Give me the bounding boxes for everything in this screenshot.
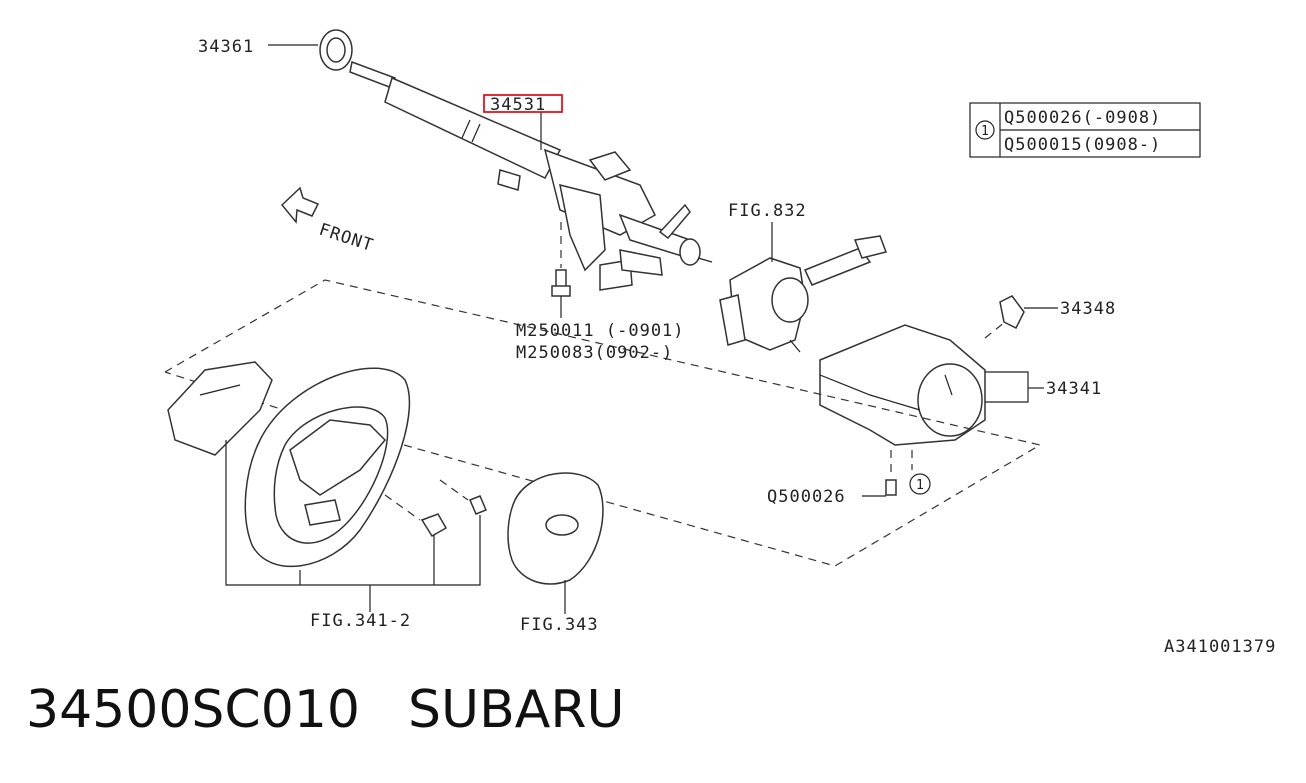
- part-number: 34500SC010: [26, 680, 360, 740]
- cover-clip-part: [999, 295, 1025, 330]
- steering-wheel: [167, 361, 487, 568]
- table-row: Q500026(-0908): [1004, 108, 1161, 128]
- callout-fig-341-2: FIG.341-2: [310, 611, 411, 631]
- reference-table: 1 Q500026(-0908) Q500015(0908-): [969, 102, 1201, 158]
- callout-34531: 34531: [490, 95, 546, 115]
- front-label: FRONT: [316, 220, 376, 256]
- steering-column: [319, 29, 713, 297]
- callout-fig-832: FIG.832: [728, 201, 807, 221]
- brand-name: SUBARU: [408, 680, 625, 740]
- combination-switch: [719, 235, 887, 353]
- callout-34348: 34348: [1060, 299, 1116, 319]
- table-key: 1: [981, 124, 989, 139]
- airbag-module: [507, 472, 604, 585]
- callout-fig-343: FIG.343: [520, 615, 599, 635]
- callout-34341: 34341: [1046, 379, 1102, 399]
- table-row: Q500015(0908-): [1004, 135, 1161, 155]
- leader-lines: [225, 44, 1058, 614]
- circle-ref-marker: [909, 473, 931, 495]
- circle-ref-marker-text: 1: [916, 478, 924, 493]
- callout-m250083: M250083(0902-): [516, 343, 673, 363]
- callout-m250011: M250011 (-0901): [516, 321, 685, 341]
- callout-34361: 34361: [198, 37, 254, 57]
- highlight-box: [483, 94, 563, 113]
- drawing-code: A341001379: [1164, 637, 1276, 657]
- page-title: 34500SC010 SUBARU: [26, 680, 625, 740]
- column-cover: [819, 295, 1025, 496]
- callout-q500026: Q500026: [767, 487, 846, 507]
- front-arrow: FRONT: [280, 186, 376, 256]
